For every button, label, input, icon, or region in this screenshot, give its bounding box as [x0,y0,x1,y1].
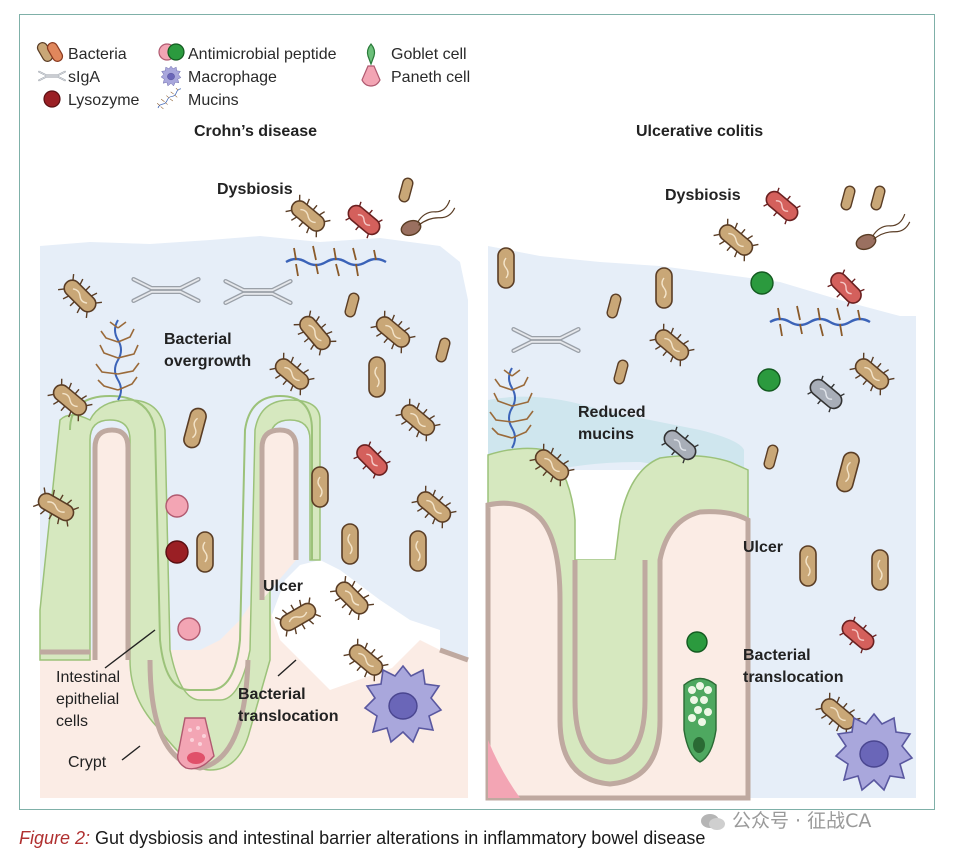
uc-bacterium [759,183,805,229]
crohns-crypt-label: Crypt [68,754,107,771]
crohns-bacterium [409,530,427,572]
crohns-bacterium [341,197,387,243]
crohns-crypt-wall [147,659,251,771]
legend-mucins: Mucins [188,92,239,109]
legend-bacteria: Bacteria [68,46,127,63]
crohns-epithelial-label-2: epithelial [56,691,119,708]
crohns-villus-core-left [92,427,131,660]
uc-bacterium [497,247,515,289]
uc-bacterium [655,267,673,309]
crohns-epithelium [39,399,321,771]
crohns-translocation-label-1: Bacterial [238,686,306,703]
crohns-panel: Crohn’s disease Dysbiosis Bacterial over… [30,123,469,798]
macrophage-icon [160,65,182,87]
crohns-title: Crohn’s disease [194,123,317,140]
crohns-bacterium [396,198,460,239]
crohns-villus-core-right [259,427,299,600]
crohns-lysozyme [165,540,189,564]
uc-antimicrobial-peptide [686,631,708,653]
uc-bacterium [839,184,857,212]
legend-macrophage: Macrophage [188,69,277,86]
goblet-cell-icon [366,43,376,66]
figure-caption: Figure 2: Gut dysbiosis and intestinal b… [19,828,705,849]
crohns-paneth-cell [176,717,215,770]
crohns-bacterium [397,176,415,204]
crohns-bacterium [196,531,214,573]
uc-antimicrobial-peptide [757,368,781,392]
mucins-icon [154,84,185,112]
crohns-bacterium [341,523,359,565]
watermark-text: 公众号 · 征战CA [732,810,872,832]
crohns-bacterium [272,594,324,640]
bacteria-icon [36,42,64,62]
crohns-dysbiosis-label: Dysbiosis [217,181,293,198]
uc-reduced-label-2: mucins [578,426,634,443]
crohns-bacterium [311,466,329,508]
legend: Bacteria sIgA Lysozyme Antimicrobial pep… [36,42,470,112]
wechat-icon [701,813,725,830]
watermark: 公众号 · 征战CA [700,806,871,833]
uc-translocation-label-2: translocation [743,669,843,686]
uc-tissue [485,500,751,801]
crohns-ulcer-label: Ulcer [263,578,303,595]
uc-antimicrobial-peptide [750,271,774,295]
uc-bacterium [871,549,889,591]
uc-title: Ulcerative colitis [636,123,763,140]
uc-goblet-cell [683,677,717,763]
caption-text: Gut dysbiosis and intestinal barrier alt… [90,828,706,848]
legend-goblet-cell: Goblet cell [391,46,467,63]
crohns-bacterium [282,191,334,241]
crohns-antimicrobial-peptide [165,494,189,518]
crohns-epithelial-label-3: cells [56,713,88,730]
uc-bacterium [851,212,915,253]
legend-lysozyme: Lysozyme [68,92,140,109]
uc-reduced-label-1: Reduced [578,404,646,421]
uc-ulcer-label: Ulcer [743,539,783,556]
antimicrobial-peptide-icon [158,43,185,61]
uc-translocation-label-1: Bacterial [743,647,811,664]
uc-bacterium [869,184,887,212]
crohns-epithelial-label-1: Intestinal [56,669,120,686]
uc-bacterium [710,215,762,265]
uc-lumen [488,246,916,798]
crohns-epithelium-outline [69,394,313,691]
figure-label: Figure 2: [19,828,91,848]
crohns-overgrowth-label-2: overgrowth [164,353,251,370]
crohns-overgrowth-label-1: Bacterial [164,331,232,348]
crohns-translocation-label-2: translocation [238,708,338,725]
paneth-cell-icon [361,65,381,87]
uc-crypt [572,560,648,765]
siga-icon [38,70,66,82]
uc-panel: Ulcerative colitis Dysbiosis Reduced muc… [485,123,916,801]
legend-antimicrobial-peptide: Antimicrobial peptide [188,46,337,63]
crohns-bacterium [368,356,386,398]
crohns-antimicrobial-peptide [177,617,201,641]
uc-bacterium [799,545,817,587]
lysozyme-icon [43,90,61,108]
uc-dysbiosis-label: Dysbiosis [665,187,741,204]
legend-paneth-cell: Paneth cell [391,69,470,86]
legend-siga: sIgA [68,69,100,86]
